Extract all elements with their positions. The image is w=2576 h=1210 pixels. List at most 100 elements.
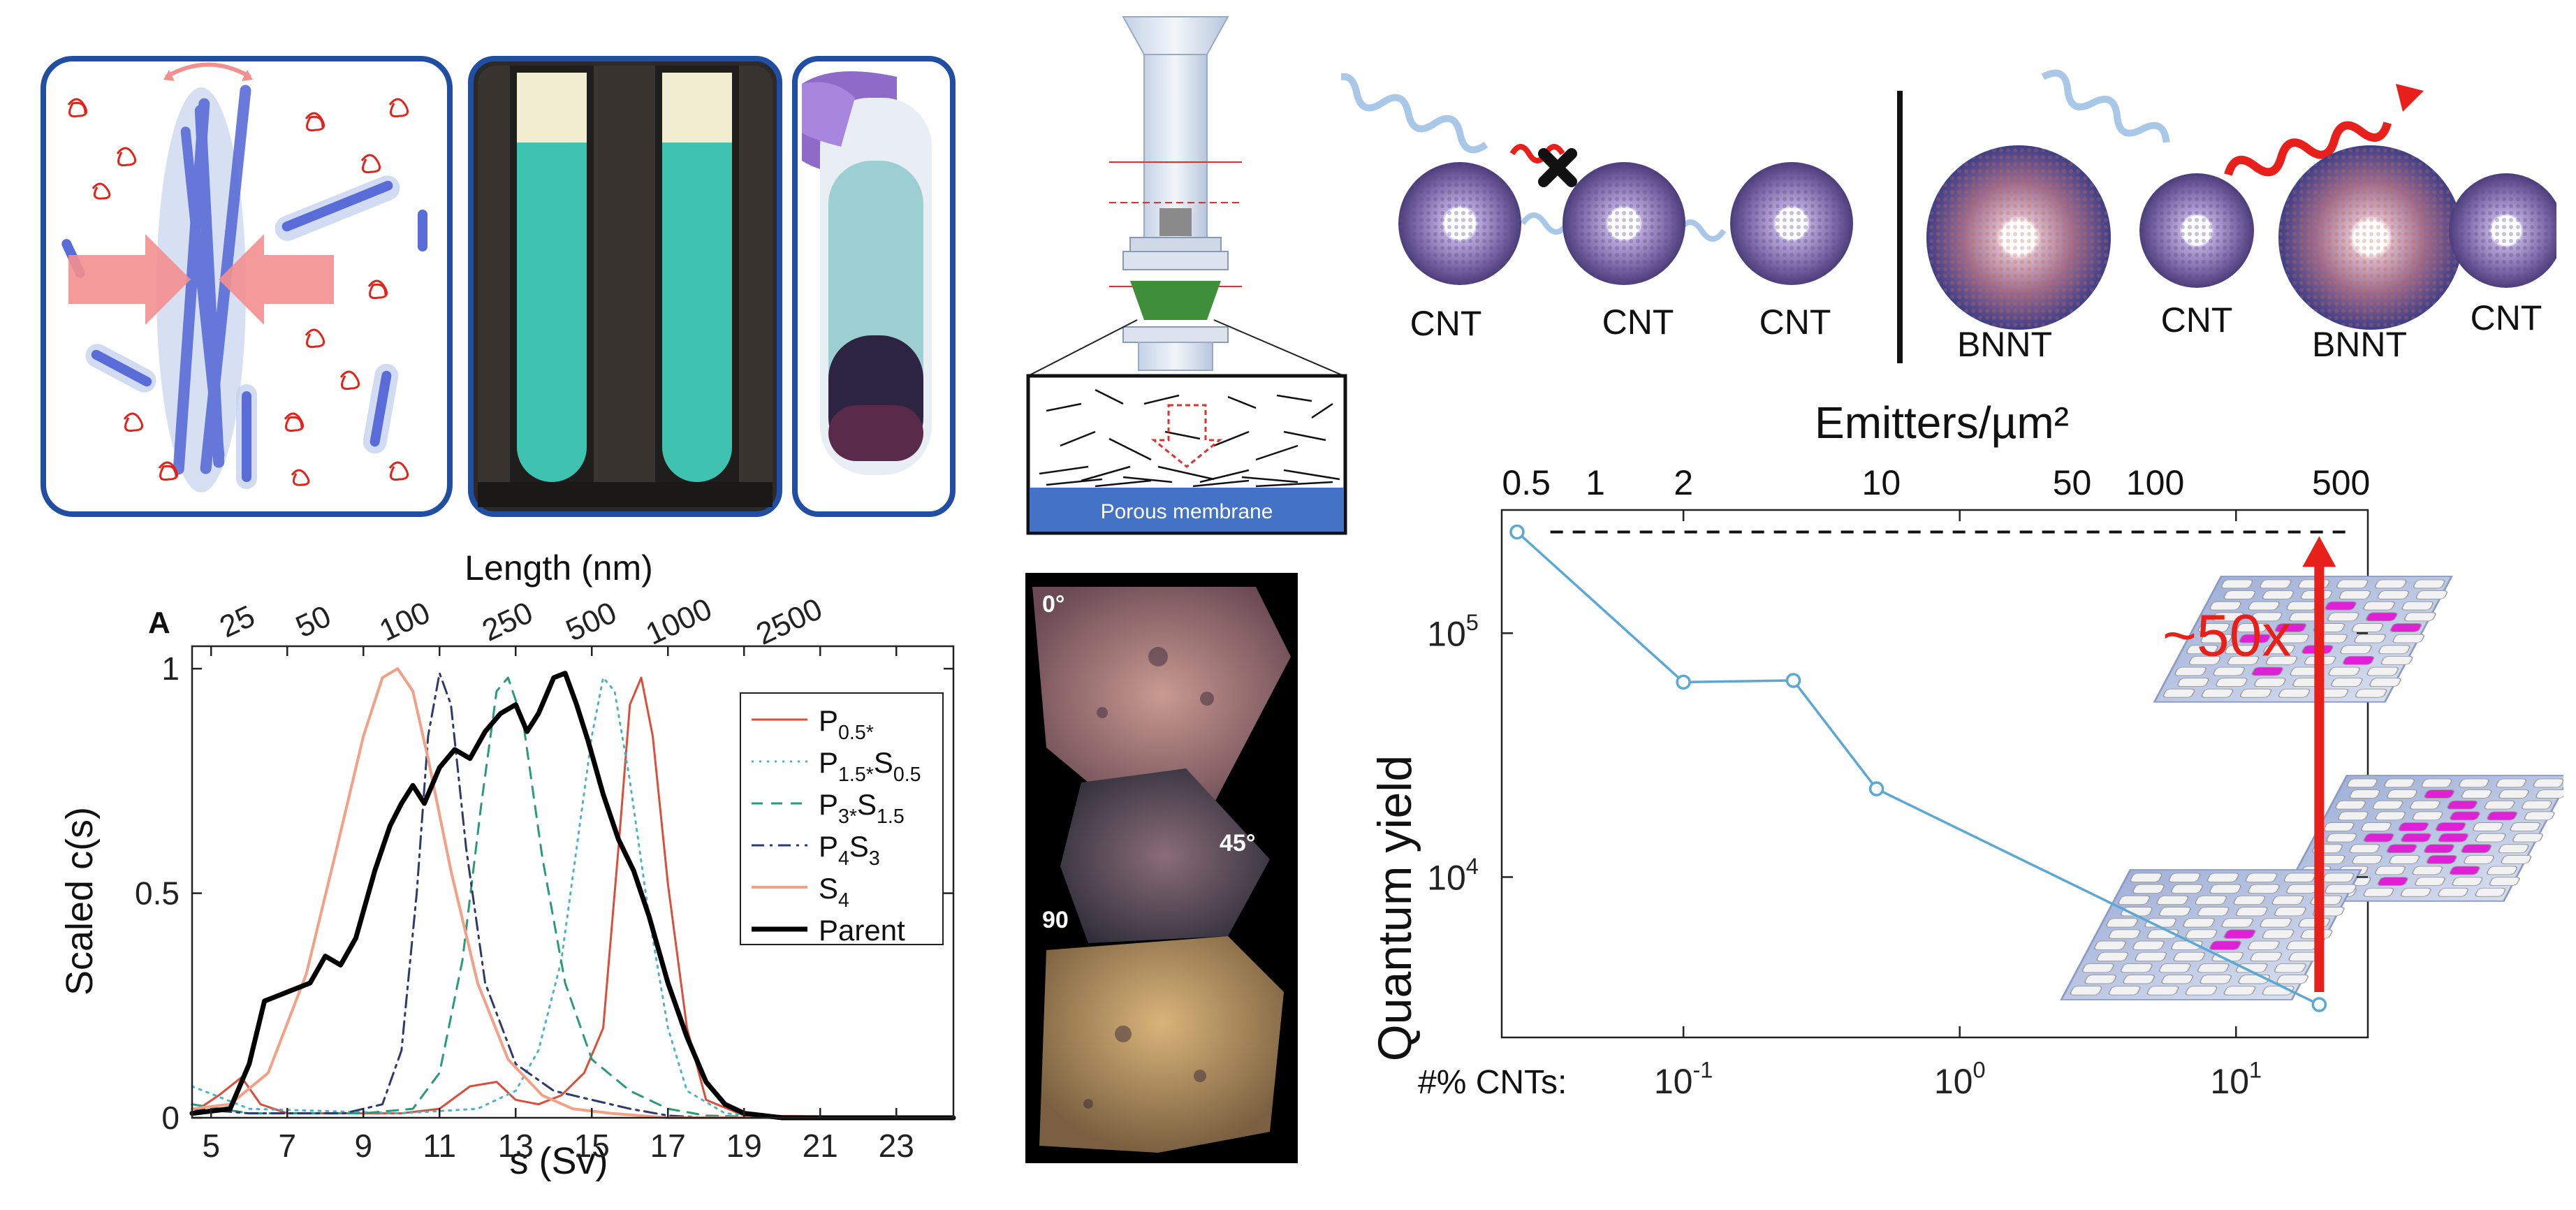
inset-mid-density-tube xyxy=(2354,634,2386,643)
inset-low-density-tube xyxy=(2209,884,2241,894)
inset-high-density-tube xyxy=(2363,887,2394,897)
qy-y-tick-label-0-base: 10 xyxy=(1427,858,1466,897)
inset-low-density-tube xyxy=(2235,963,2268,973)
inset-high-density-tube xyxy=(2349,789,2380,799)
top-axis-label-emitters: Emitters/µm² xyxy=(1815,398,2069,448)
inset-low-density-tube xyxy=(2156,895,2189,905)
x-tick-label-0: 5 xyxy=(202,1128,220,1164)
schematic-label-cnt-3: CNT xyxy=(1759,302,1831,342)
energy-transfer-schematic: CNT CNT CNT BNNT CNT BNNT CNT xyxy=(1329,42,2563,377)
inset-high-density-tube xyxy=(2449,811,2480,821)
inset-mid-density-tube xyxy=(2392,634,2424,643)
inset-low-density-tube xyxy=(2158,907,2191,917)
top-axis-label-length: Length (nm) xyxy=(464,548,653,588)
y-axis-label-quantum-yield: Quantum yield xyxy=(1368,755,1421,1061)
legend-label-3: P4S3 xyxy=(819,830,880,870)
inset-low-density-tube xyxy=(2084,975,2117,984)
legend-label-5-base: Parent xyxy=(819,914,905,947)
inset-mid-density-tube xyxy=(2413,579,2445,589)
inset-mid-density-tube xyxy=(2186,645,2218,655)
inset-mid-density-tube xyxy=(2211,612,2244,622)
inset-low-density-tube xyxy=(2209,940,2241,950)
inset-low-density-tube xyxy=(2118,895,2151,905)
inset-high-density-tube xyxy=(2421,778,2452,788)
inset-high-density-tube xyxy=(2398,822,2429,831)
angle-label-0: 0° xyxy=(1042,591,1065,618)
quantum-yield-point-2 xyxy=(1785,673,1801,688)
qy-y-tick-label-1-exp: 5 xyxy=(1466,610,1479,635)
inset-low-density-tube xyxy=(2130,873,2162,882)
qy-x-tick-label-1-base: 10 xyxy=(1934,1062,1973,1101)
inset-high-density-tube xyxy=(2435,822,2466,831)
top-tick-label-3: 250 xyxy=(477,595,538,648)
top-tick-label-2: 100 xyxy=(374,595,435,648)
qy-x-tick-label-0-exp: -1 xyxy=(1692,1058,1713,1083)
inset-high-density-tube xyxy=(2461,844,2492,854)
inset-mid-density-tube xyxy=(2265,655,2298,665)
inset-mid-density-tube xyxy=(2263,645,2295,655)
inset-mid-density-tube xyxy=(2254,678,2286,687)
inset-high-density-tube xyxy=(2323,822,2355,831)
x-tick-label-4: 13 xyxy=(498,1128,534,1164)
inset-high-density-tube xyxy=(2487,811,2518,821)
inset-low-density-tube xyxy=(2207,873,2239,882)
qy-x-tick-label-2-exp: 1 xyxy=(2249,1058,2262,1083)
inset-mid-density-tube xyxy=(2331,678,2363,687)
x-tick-label-6: 17 xyxy=(650,1128,686,1164)
inset-low-density-tube xyxy=(2274,907,2306,917)
enhancement-annotation: ~50x xyxy=(2162,603,2292,669)
qy-x-tick-label-1-exp: 0 xyxy=(1973,1058,1985,1083)
legend-label-3-base2: S xyxy=(849,830,869,863)
inset-low-density-tube xyxy=(2271,895,2304,905)
top-tick-label-1: 50 xyxy=(291,599,336,644)
qy-top-tick-label-5: 100 xyxy=(2126,463,2184,502)
legend-label-1-sub: 1.5* xyxy=(838,764,874,786)
inset-high-density-tube xyxy=(2415,877,2446,887)
y-tick-label-0: 0 xyxy=(161,1100,180,1136)
vials-photo xyxy=(468,56,782,517)
inset-low-density-tube xyxy=(2260,918,2292,928)
inset-low-density-tube xyxy=(2248,940,2280,950)
inset-mid-density-tube xyxy=(2365,612,2398,622)
inset-mid-density-tube xyxy=(2201,688,2234,698)
inset-high-density-tube xyxy=(2375,866,2406,875)
top-tick-label-5: 1000 xyxy=(641,592,717,652)
inset-high-density-tube xyxy=(2386,844,2417,854)
inset-low-density-tube xyxy=(2120,907,2153,917)
inset-mid-density-tube xyxy=(2220,579,2253,589)
inset-mid-density-tube xyxy=(2403,612,2436,622)
inset-low-density-tube xyxy=(2276,975,2309,984)
inset-mid-density-tube xyxy=(2209,601,2241,611)
panel-letter: A xyxy=(148,606,170,640)
inset-mid-density-tube xyxy=(2225,645,2257,655)
inset-high-density-tube xyxy=(2496,778,2527,788)
inset-high-density-tube xyxy=(2521,800,2552,810)
inset-high-density-tube xyxy=(2510,822,2541,831)
inset-high-density-tube xyxy=(2372,800,2403,810)
series-line-1 xyxy=(191,676,955,1119)
inset-mid-density-tube xyxy=(2369,678,2401,687)
inset-low-density-tube xyxy=(2120,963,2153,973)
inset-mid-density-tube xyxy=(2223,590,2256,599)
inset-low-density-tube xyxy=(2274,963,2306,973)
quantum-yield-point-0 xyxy=(1509,524,1525,540)
inset-mid-density-tube xyxy=(2355,688,2387,698)
inset-high-density-tube xyxy=(2389,854,2420,864)
qy-y-tick-label-1: 105 xyxy=(1427,610,1479,654)
legend-label-2-sub2: 1.5 xyxy=(877,806,905,828)
legend-label-5: Parent xyxy=(819,914,905,947)
inset-mid-density-tube xyxy=(2401,601,2434,611)
inset-mid-density-tube xyxy=(2174,666,2207,676)
inset-low-density-tube xyxy=(2248,884,2280,894)
quantum-yield-chart: Emitters/µm² Quantum yield #% CNTs: ~50x… xyxy=(1362,388,2572,1205)
inset-low-density-tube xyxy=(2223,929,2256,939)
legend-label-4-base: S xyxy=(819,872,838,905)
inset-mid-density-tube xyxy=(2374,579,2407,589)
plot-frame xyxy=(191,645,955,1119)
inset-low-density-tube xyxy=(2158,963,2191,973)
inset-low-density-tube xyxy=(2185,986,2218,996)
inset-mid-density-tube xyxy=(2227,655,2260,665)
inset-low-density-tube xyxy=(2283,873,2316,882)
inset-high-density-tube xyxy=(2360,822,2392,831)
